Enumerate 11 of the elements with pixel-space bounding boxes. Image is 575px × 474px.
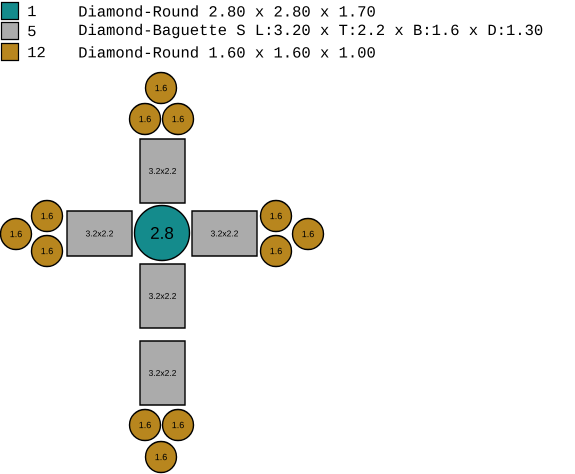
legend-label: Diamond-Round 2.80 x 2.80 x 1.70	[79, 5, 375, 17]
baguette-box: 3.2x2.2	[191, 210, 258, 257]
legend-label: Diamond-Baguette S L:3.20 x T:2.2 x B:1.6 x D:1.30	[79, 24, 542, 38]
baguette-box: 3.2x2.2	[139, 263, 186, 329]
count-label: 5	[28, 26, 36, 36]
legend-label: Diamond-Round 1.60 x 1.60 x 1.00	[79, 46, 375, 58]
count-label: 1	[28, 6, 36, 16]
baguette-box: 3.2x2.2	[66, 210, 133, 257]
baguette-box: 3.2x2.2	[139, 138, 186, 204]
count-label: 12	[28, 46, 45, 58]
baguette-box: 3.2x2.2	[139, 340, 186, 406]
